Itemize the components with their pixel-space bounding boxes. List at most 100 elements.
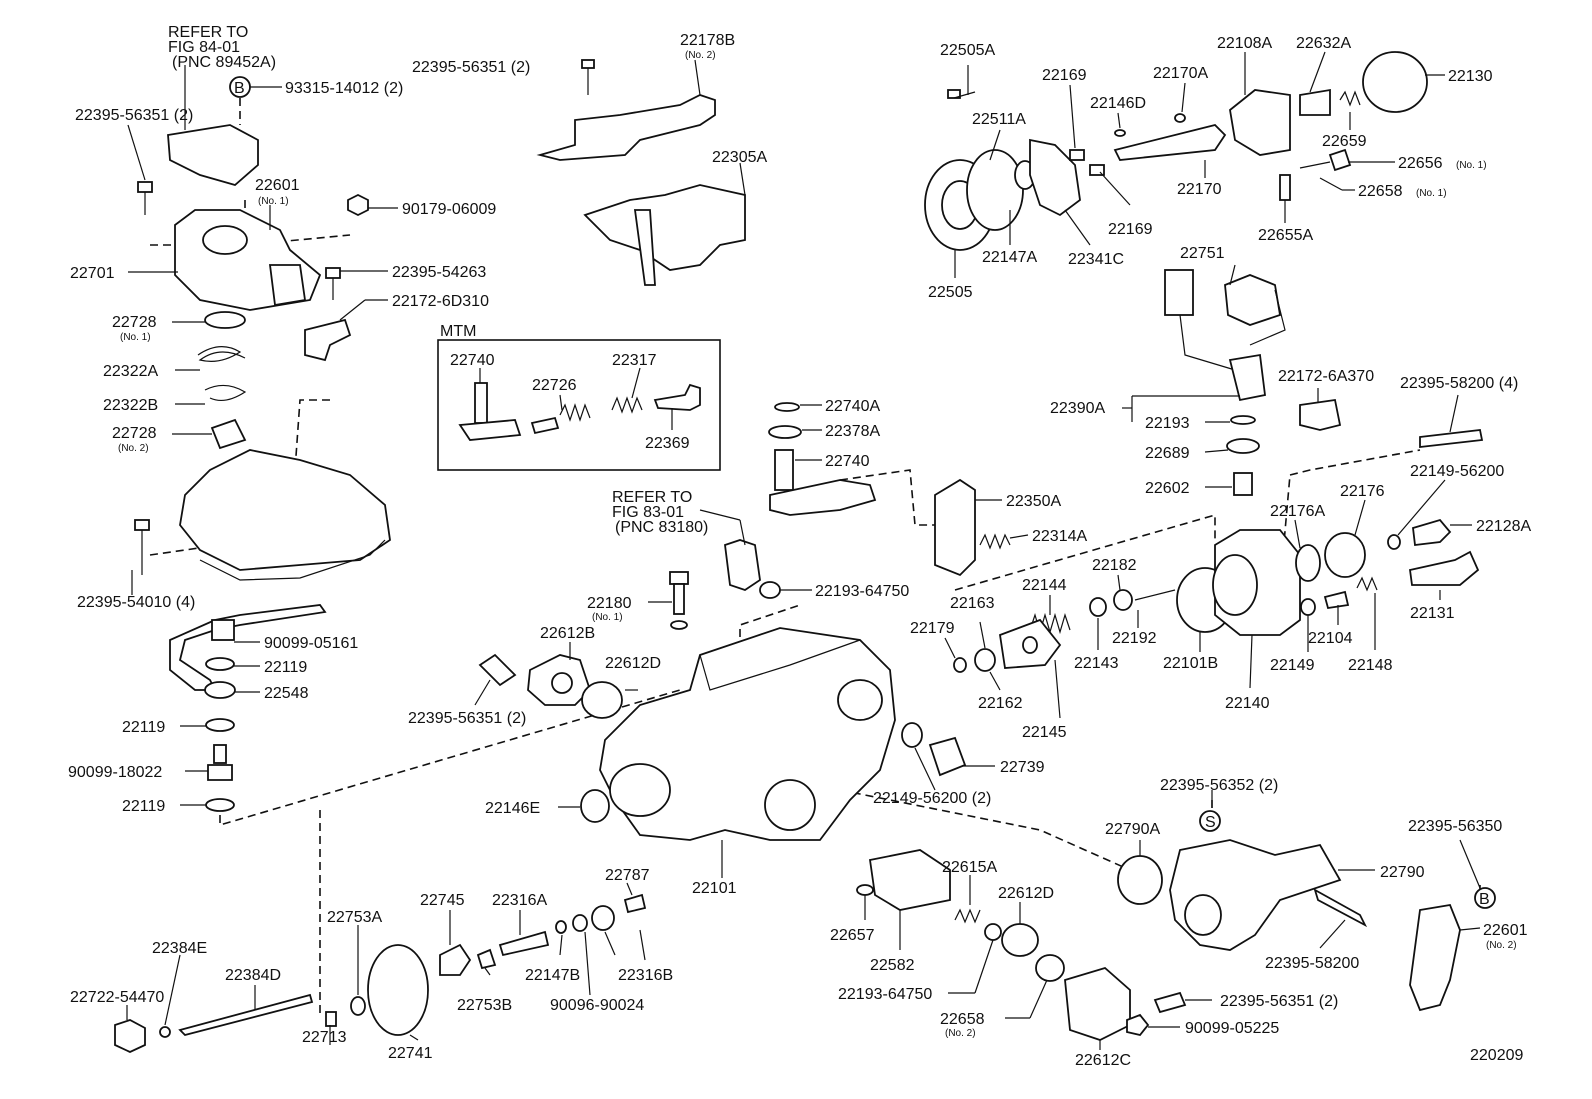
washer-icon <box>974 648 996 672</box>
leader-line <box>1054 659 1061 719</box>
valve-body <box>774 449 794 491</box>
delivery-valve-holder <box>1408 550 1480 586</box>
nut-icon <box>1126 1013 1150 1037</box>
pump-bore <box>837 679 883 721</box>
b-marker-letter: B <box>1479 891 1490 908</box>
part-label: 22395-56351 (2) <box>75 107 193 124</box>
leader-line <box>409 1034 419 1041</box>
part-label: 22739 <box>1000 759 1045 776</box>
part-label: 22149 <box>1270 657 1315 674</box>
fuel-cut-solenoid <box>1228 353 1266 402</box>
washer-icon <box>555 920 567 934</box>
leader-line <box>1449 394 1459 433</box>
part-label: 22505A <box>940 42 995 59</box>
part-label: 22612D <box>605 655 661 672</box>
part-label: 22728 <box>112 314 157 331</box>
part-label: 22582 <box>870 957 915 974</box>
leader-line <box>474 679 491 706</box>
part-label: 90179-06009 <box>402 201 496 218</box>
pump-bore <box>609 763 671 817</box>
mtm-box-label: MTM <box>440 323 476 340</box>
part-label: 22548 <box>264 685 309 702</box>
washer-icon <box>1089 597 1107 617</box>
s-marker <box>1199 810 1221 832</box>
part-label: 22751 <box>1180 245 1225 262</box>
leader-line <box>164 954 181 1026</box>
part-label: 22395-54010 (4) <box>77 594 195 611</box>
leader-line <box>1204 449 1229 453</box>
part-label: 22701 <box>70 265 115 282</box>
spring-icon <box>1339 90 1361 107</box>
injection-pump-body <box>599 627 896 841</box>
part-label: 93315-14012 (2) <box>285 80 403 97</box>
b-marker-letter: B <box>234 80 245 97</box>
o-ring-icon <box>1226 438 1260 454</box>
leader-line <box>339 299 366 321</box>
gasket-icon <box>205 718 235 732</box>
part-label: 22657 <box>830 927 875 944</box>
head-bore <box>1212 554 1258 616</box>
regulator-piece <box>1328 148 1352 172</box>
leader-line <box>974 939 994 994</box>
fitting-body <box>673 583 685 615</box>
leader-line <box>631 367 641 399</box>
part-label: 22314A <box>1032 528 1087 545</box>
feed-pump-rotor <box>1299 88 1331 116</box>
o-ring-icon <box>774 402 800 412</box>
assembly-line <box>1289 449 1421 476</box>
part-label: 22612B <box>540 625 595 642</box>
part-label: 22689 <box>1145 445 1190 462</box>
o-ring-icon <box>581 681 623 719</box>
part-label-sub: (No. 1) <box>1456 160 1487 171</box>
bolt-icon <box>1313 888 1368 928</box>
part-label: 22140 <box>1225 695 1270 712</box>
sensor-plug <box>724 539 761 591</box>
part-label: 22180 <box>587 595 632 612</box>
leader-line <box>1229 264 1236 286</box>
part-label: 22369 <box>645 435 690 452</box>
part-label: 22728 <box>112 425 157 442</box>
guide-hole <box>1022 636 1038 654</box>
key-icon <box>1089 164 1105 176</box>
part-label: 22722-54470 <box>70 989 164 1006</box>
part-label: 22193 <box>1145 415 1190 432</box>
plunger-rod <box>1134 589 1176 601</box>
coupling <box>966 149 1024 231</box>
valve-icon <box>1323 590 1350 610</box>
part-label: 22145 <box>1022 724 1067 741</box>
part-label: 22170A <box>1153 65 1208 82</box>
connector-cap <box>1224 274 1282 326</box>
refer-note-line: FIG 83-01 <box>612 504 684 521</box>
gasket-hole <box>551 672 573 694</box>
part-label: 90099-05225 <box>1185 1020 1279 1037</box>
part-label: 22395-58200 <box>1265 955 1359 972</box>
gasket-icon <box>205 657 235 671</box>
leader-line <box>1319 919 1346 949</box>
part-label: 22395-58200 (4) <box>1400 375 1518 392</box>
banjo-fitting <box>211 619 235 641</box>
timer-cover <box>1064 966 1131 1041</box>
pin-icon <box>498 930 550 957</box>
washer-icon <box>1300 598 1316 616</box>
leader-line <box>1397 479 1446 536</box>
part-label: 22169 <box>1042 67 1087 84</box>
o-ring-icon <box>759 581 781 599</box>
mtm-box <box>437 339 721 471</box>
washer-icon <box>768 425 802 439</box>
part-label-sub: (No. 2) <box>685 50 716 61</box>
part-label: 22659 <box>1322 133 1367 150</box>
part-label: 22740 <box>825 453 870 470</box>
refer-note-line: FIG 84-01 <box>168 39 240 56</box>
part-label: 22612D <box>998 885 1054 902</box>
part-label: 22632A <box>1296 35 1351 52</box>
part-label: 22656 <box>1398 155 1443 172</box>
delivery-valve <box>1412 518 1452 547</box>
cover-gasket <box>199 539 386 581</box>
part-label: 22192 <box>1112 630 1157 647</box>
leader-line <box>1319 177 1343 191</box>
part-label: 22726 <box>532 377 577 394</box>
bolt-head <box>325 267 341 279</box>
bolt-head <box>207 764 233 781</box>
part-label: 22787 <box>605 867 650 884</box>
